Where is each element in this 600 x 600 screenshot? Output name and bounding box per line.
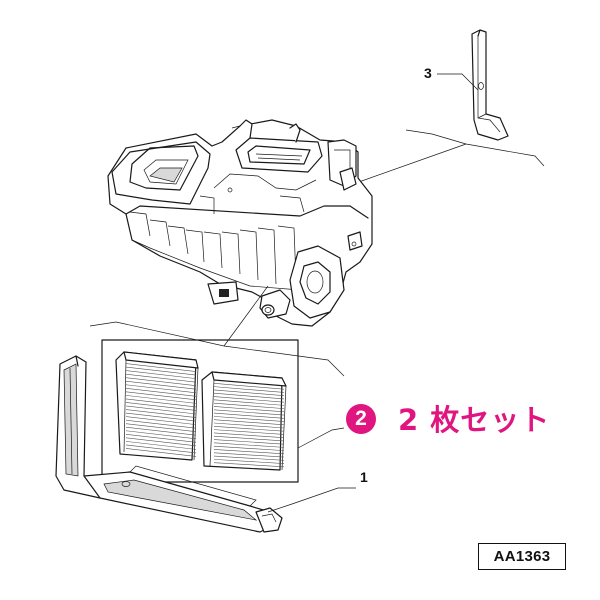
part-3-pointer-line — [341, 143, 467, 189]
part-2-leader-line — [297, 427, 345, 449]
filter-pleat-line — [213, 389, 285, 396]
filter-pleat-line — [125, 412, 197, 422]
filter-pleat-line — [125, 373, 197, 383]
filter-pleat-line — [213, 442, 285, 448]
filter-pleat-line — [213, 455, 285, 461]
filter-pleat-line — [213, 422, 285, 429]
filter-location-pointer — [223, 285, 269, 347]
filter-pleat-line — [125, 402, 197, 411]
reference-code-box: AA1363 — [478, 543, 566, 570]
part-2-set-note: 2 枚セット — [398, 403, 551, 437]
filter-pleat-line — [125, 426, 197, 436]
filter-pleat-line — [213, 462, 285, 468]
filter-pleat-line — [213, 452, 285, 458]
filter-pleat-line — [213, 439, 285, 445]
part-3-location-line — [405, 129, 545, 167]
filter-pleat-line — [213, 416, 285, 422]
filter-pleat-line — [213, 459, 285, 464]
filter-pleat-line — [213, 399, 285, 406]
filter-pleat-line — [213, 392, 285, 400]
part-2-number-badge: 2 — [346, 404, 376, 434]
filter-pleat-line — [125, 441, 197, 450]
filter-pleat-line — [213, 383, 285, 390]
filter-pleat-line — [125, 388, 197, 397]
filter-pleat-line — [213, 429, 285, 435]
filter-pleat-line — [213, 435, 285, 442]
filter-pleat-line — [213, 432, 285, 438]
part-1-number: 1 — [360, 469, 368, 485]
filter-pleat-line — [125, 384, 197, 394]
filter-pleat-line — [213, 402, 285, 409]
filter-pleat-line — [213, 449, 285, 455]
filter-pleat-line — [125, 437, 197, 447]
filter-pleat-line — [213, 396, 285, 403]
filter-pleat-line — [213, 409, 285, 416]
filter-pleat-line — [213, 419, 285, 426]
filter-pleat-line — [125, 391, 197, 401]
filter-pleat-line — [213, 445, 285, 451]
filter-location-frame — [89, 321, 345, 377]
filter-pleat-line — [125, 409, 197, 418]
part-1-filter-frame — [55, 355, 283, 533]
filter-pleat-line — [213, 412, 285, 419]
part-2-cabin-filters — [101, 339, 299, 483]
filter-pleat-line — [125, 423, 197, 432]
filter-pleat-line — [125, 395, 197, 404]
filter-pleat-line — [213, 426, 285, 432]
part-3-bracket — [471, 29, 509, 141]
filter-pleat-line — [125, 363, 197, 372]
filter-pleat-line — [125, 444, 197, 454]
part-3-number: 3 — [424, 65, 432, 81]
hvac-housing-unit — [107, 119, 373, 327]
part-3-leader-line — [437, 73, 479, 91]
filter-pleat-line — [125, 434, 197, 443]
filter-pleat-line — [125, 405, 197, 415]
filter-pleat-line — [125, 366, 197, 376]
filter-pleat-line — [125, 430, 197, 440]
filter-pleat-line — [125, 416, 197, 425]
part-1-leader-line — [267, 487, 356, 513]
filter-pleat-line — [125, 419, 197, 429]
filter-element-left — [115, 351, 199, 461]
filter-pleat-line — [125, 398, 197, 408]
filter-pleat-line — [125, 377, 197, 386]
filter-pleat-line — [125, 370, 197, 379]
filter-pleat-line — [125, 380, 197, 390]
filter-pleat-line — [125, 448, 197, 457]
filter-pleat-line — [213, 386, 285, 393]
filter-callout-box — [101, 339, 299, 483]
filter-element-right — [201, 371, 287, 471]
filter-pleat-line — [213, 406, 285, 413]
